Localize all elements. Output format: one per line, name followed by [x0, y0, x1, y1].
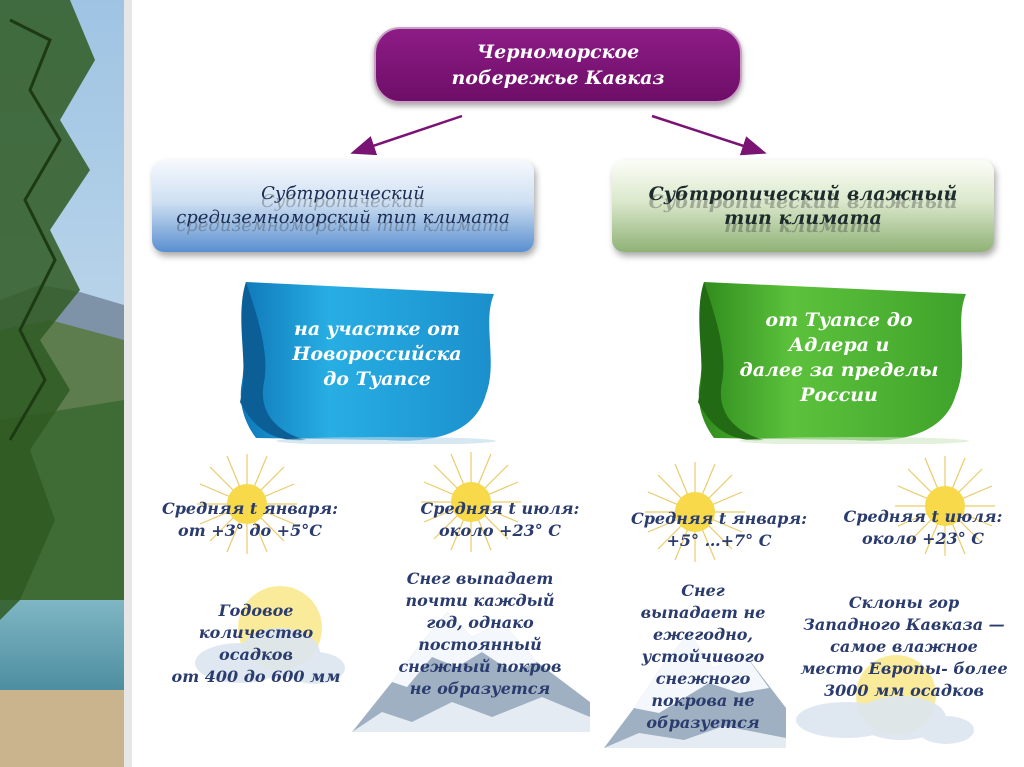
right-snow-line5: снежного [655, 669, 751, 688]
left-precip-line4: от 400 до 600 мм [171, 667, 341, 686]
right-slopes-line4: место Европы- более [800, 659, 1008, 678]
right-snow-info: Снег выпадает не ежегодно, устойчивого с… [618, 580, 788, 734]
left-snow-line4: постоянный [418, 635, 542, 654]
climate-box-mediterranean: Субтропический средиземноморский тип кли… [152, 160, 534, 252]
left-precip-line3: осадков [219, 645, 293, 664]
right-jul-line2: около +23° С [861, 529, 985, 548]
region-right-line3: далее за пределы [739, 359, 939, 381]
title-line1: Черноморское [476, 41, 640, 63]
sun-icon [895, 456, 995, 556]
right-january-temp: Средняя t января: +5° …+7° С [612, 508, 826, 552]
shadow-line1: Субтропический [261, 191, 425, 212]
region-scroll-right: от Туапсе до Адлера и далее за пределы Р… [694, 282, 970, 444]
snowy-mountain-image [352, 612, 590, 732]
left-jan-line1: Средняя t января: [162, 499, 338, 518]
title-line2: побережье Кавказ [451, 67, 665, 89]
region-scroll-left: на участке от Новороссийска до Туапсе [236, 282, 498, 444]
right-snow-line4: устойчивого [641, 647, 765, 666]
climate-left-line2: средиземноморский тип климата [176, 207, 510, 228]
right-jan-line2: +5° …+7° С [666, 531, 772, 550]
right-slopes-info: Склоны гор Западного Кавказа — самое вла… [786, 592, 1022, 702]
climate-left-line1: Субтропический [261, 183, 425, 204]
right-snow-line6: покрова не [651, 691, 755, 710]
region-right-line4: России [800, 384, 878, 406]
climate-box-humid: Субтропический влажный тип климата Субтр… [612, 160, 994, 252]
left-snow-line1: Снег выпадает [406, 569, 554, 588]
snowy-mountain-image [604, 633, 786, 748]
sun-icon [197, 454, 297, 554]
right-slopes-line3: самое влажное [830, 637, 978, 656]
left-snow-line2: почти каждый [405, 591, 555, 610]
region-right-line1: от Туапсе до [765, 309, 913, 331]
landscape-photo [0, 0, 124, 767]
title-box: Черноморское побережье Кавказ [374, 27, 742, 103]
left-precipitation: Годовое количество осадков от 400 до 600… [150, 600, 362, 688]
shadow-line2: средиземноморский тип климата [176, 215, 510, 236]
shadow-line1: Субтропический влажный [648, 191, 958, 213]
region-left-line2: Новороссийска [292, 343, 462, 365]
left-jul-line1: Средняя t июля: [420, 499, 580, 518]
right-snow-line3: ежегодно, [653, 625, 753, 644]
right-jul-line1: Средняя t июля: [843, 507, 1003, 526]
left-snow-info: Снег выпадает почти каждый год, однако п… [376, 568, 584, 700]
left-snow-line5: снежный покров [398, 657, 562, 676]
left-july-temp: Средняя t июля: около +23° С [398, 498, 602, 542]
sun-cloud-icon [796, 655, 974, 744]
region-right-line2: Адлера и [788, 334, 890, 356]
right-slopes-line1: Склоны гор [848, 593, 960, 612]
shadow-text: Субтропический средиземноморский тип кли… [152, 190, 534, 238]
region-left-line3: до Туапсе [323, 368, 431, 390]
right-snow-line2: выпадает не [640, 603, 766, 622]
left-jul-line2: около +23° С [438, 521, 562, 540]
left-snow-line6: не образуется [409, 679, 551, 698]
climate-right-line2: тип климата [724, 207, 882, 229]
shadow-text: Субтропический влажный тип климата [612, 190, 994, 238]
climate-right-line1: Субтропический влажный [648, 183, 958, 205]
left-jan-line2: от +3° до +5°С [178, 521, 322, 540]
region-left-line1: на участке от [293, 318, 461, 340]
left-precip-line1: Годовое [218, 601, 294, 620]
right-snow-line1: Снег [681, 581, 725, 600]
right-jan-line1: Средняя t января: [631, 509, 807, 528]
sun-icon [421, 452, 521, 552]
left-snow-line3: год, однако [426, 613, 534, 632]
sun-icon [645, 462, 745, 562]
right-slopes-line2: Западного Кавказа — [803, 615, 1005, 634]
left-precip-line2: количество [198, 623, 314, 642]
sun-cloud-icon [195, 586, 345, 684]
left-january-temp: Средняя t января: от +3° до +5°С [144, 498, 356, 542]
right-july-temp: Средняя t июля: около +23° С [828, 506, 1018, 550]
right-snow-line7: образуется [646, 713, 760, 732]
right-slopes-line5: 3000 мм осадков [823, 681, 984, 700]
shadow-line2: тип климата [724, 215, 882, 237]
divider-stripe [124, 0, 132, 767]
